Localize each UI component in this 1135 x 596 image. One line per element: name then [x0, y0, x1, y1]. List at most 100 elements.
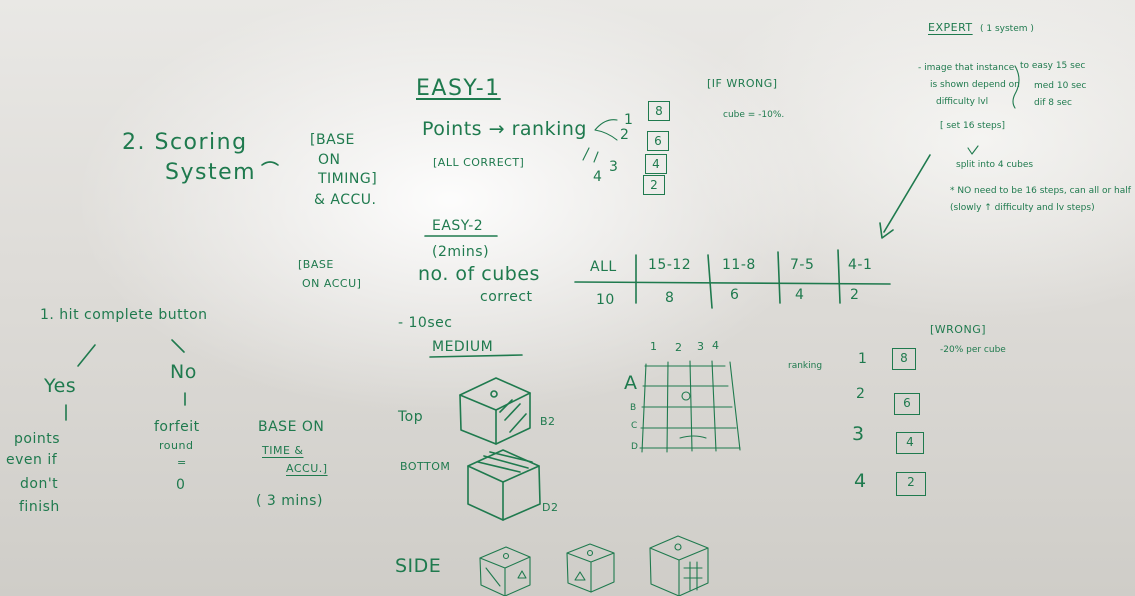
table-vline-2 — [707, 254, 713, 309]
grid-row-b: B — [630, 403, 637, 413]
expert-wrong: [WRONG] — [930, 323, 987, 336]
medium-grid — [639, 360, 741, 453]
cubes-l2: correct — [480, 289, 533, 305]
table-vline-4 — [837, 249, 841, 304]
grid-col-4: 4 — [712, 339, 720, 352]
medium-underline — [429, 354, 523, 358]
no-result-4: 0 — [176, 477, 186, 493]
base-time-l1: BASE ON — [258, 419, 325, 435]
no-branch — [171, 339, 185, 353]
expert-heading: EXPERT — [928, 21, 973, 34]
easy1-rank-4: 4 — [593, 169, 603, 185]
table-header-7-5: 7-5 — [790, 257, 815, 273]
cubes-l1: no. of cubes — [418, 263, 540, 285]
easy1-points-6: 6 — [647, 131, 669, 151]
expert-wrong-penalty: -20% per cube — [940, 345, 1006, 355]
expert-no-need-l2: (slowly ↑ difficulty and lv steps) — [950, 203, 1095, 213]
page-subtitle: System — [165, 160, 257, 185]
expert-note1-l2: is shown depend on — [930, 80, 1020, 90]
easy1-points-4: 4 — [645, 154, 667, 174]
side-cube-3 — [649, 535, 709, 596]
expert-ranking-label: ranking — [788, 361, 823, 371]
expert-subtitle: ( 1 system ) — [980, 24, 1034, 34]
yes-result-3: don't — [20, 476, 59, 492]
yes-label: Yes — [44, 375, 77, 397]
expert-no-need-l1: * NO need to be 16 steps, can all or hal… — [950, 186, 1131, 196]
easy1-heading: EASY-1 — [416, 76, 501, 101]
table-header-11-8: 11-8 — [722, 257, 756, 273]
no-result-1: forfeit — [154, 419, 200, 435]
table-value-all: 10 — [596, 292, 615, 308]
expert-points-6: 6 — [894, 393, 920, 415]
expert-rank-3: 3 — [852, 423, 865, 445]
expert-note1-l3: difficulty lvl — [936, 97, 989, 107]
top-code: B2 — [540, 415, 556, 428]
expert-arrow-head — [879, 222, 894, 239]
easy1-rank-1: 1 — [624, 112, 634, 128]
no-label: No — [170, 361, 197, 383]
side-cube-1 — [479, 546, 531, 596]
medium-mins: ( 3 mins) — [256, 493, 323, 509]
top-label: Top — [398, 409, 424, 425]
table-header-4-1: 4-1 — [848, 257, 873, 273]
medium-heading: MEDIUM — [432, 339, 494, 355]
bottom-cube — [467, 449, 541, 521]
bottom-code: D2 — [542, 501, 559, 514]
table-value-7-5: 4 — [795, 287, 805, 303]
base-time-l3: ACCU.] — [286, 462, 328, 475]
grid-row-d: D — [631, 442, 638, 452]
expert-rank-2: 2 — [856, 386, 866, 402]
ranking-tick-marks — [582, 147, 599, 163]
base-accu-l1: [BASE — [298, 258, 334, 271]
expert-points-4: 4 — [896, 432, 924, 454]
ranking-bracket — [594, 119, 618, 141]
easy1-points-8: 8 — [648, 101, 670, 121]
easy2-mins: (2mins) — [432, 244, 490, 260]
base-timing-l1: [BASE — [310, 132, 355, 148]
hit-question: 1. hit complete button — [40, 307, 208, 323]
title-dash — [261, 161, 279, 166]
table-vline-3 — [777, 251, 781, 304]
all-correct: [ALL CORRECT] — [433, 156, 525, 169]
base-time-l2: TIME & — [262, 444, 304, 457]
medium-time: - 10sec — [398, 315, 453, 331]
base-timing-l3: TIMING] — [318, 171, 378, 187]
page-title: 2. Scoring — [122, 130, 248, 155]
easy1-rank-3: 3 — [609, 159, 619, 175]
expert-split: split into 4 cubes — [956, 160, 1034, 170]
expert-arrow — [883, 154, 931, 233]
yes-result-2: even if — [6, 452, 58, 468]
bottom-label: BOTTOM — [400, 460, 451, 473]
yes-branch — [77, 344, 96, 367]
grid-row-c: C — [631, 421, 638, 431]
expert-rank-1: 1 — [858, 351, 868, 367]
no-result-2: round — [159, 439, 194, 452]
top-cube — [459, 377, 531, 445]
side-label: SIDE — [395, 555, 442, 577]
no-result-3: = — [177, 456, 187, 469]
base-timing-l2: ON — [318, 152, 341, 168]
grid-col-1: 1 — [650, 340, 658, 353]
expert-note1-l1: - image that instance — [918, 63, 1015, 73]
expert-steps: [ set 16 steps] — [940, 121, 1005, 131]
grid-row-a: A — [624, 372, 638, 394]
easy1-points-2: 2 — [643, 175, 665, 195]
base-timing-l4: & ACCU. — [314, 192, 377, 208]
expert-time-dif: dif 8 sec — [1034, 98, 1073, 108]
yes-result-4: finish — [19, 499, 60, 515]
if-wrong: [IF WRONG] — [707, 77, 778, 90]
expert-time-med: med 10 sec — [1034, 81, 1087, 91]
side-cube-2 — [566, 543, 615, 593]
expert-time-easy: to easy 15 sec — [1020, 61, 1086, 71]
table-value-4-1: 2 — [850, 287, 860, 303]
table-value-15-12: 8 — [665, 290, 675, 306]
expert-points-8: 8 — [892, 348, 916, 370]
easy2-heading: EASY-2 — [432, 218, 484, 234]
base-accu-l2: ON ACCU] — [302, 277, 362, 290]
grid-col-3: 3 — [697, 340, 705, 353]
table-header-15-12: 15-12 — [648, 257, 692, 273]
grid-col-2: 2 — [675, 341, 683, 354]
expert-rank-4: 4 — [854, 470, 867, 492]
expert-tick — [967, 145, 979, 155]
